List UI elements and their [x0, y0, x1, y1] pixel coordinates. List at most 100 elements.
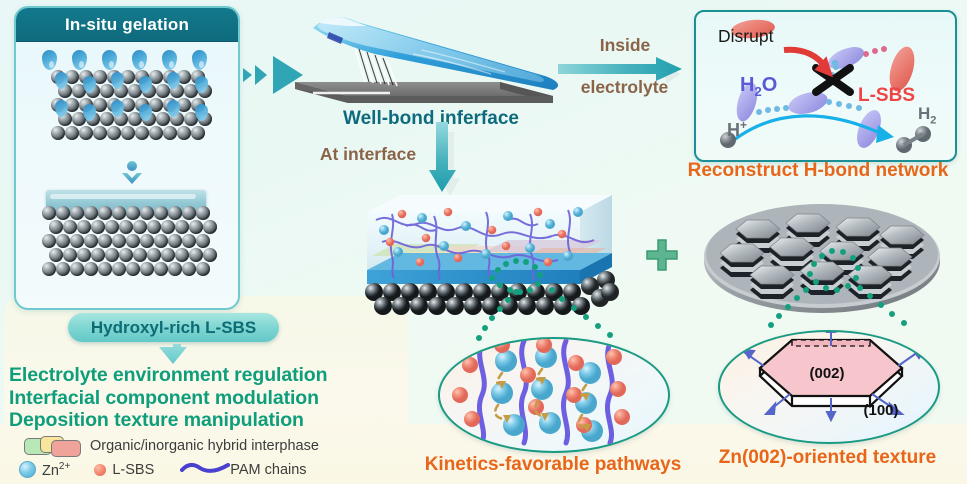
metal-sphere-lattice-top — [51, 70, 212, 150]
lattice-sphere — [42, 206, 56, 220]
legend-label-zn: Zn2+ — [42, 460, 71, 479]
texture-caption: Zn(002)-oriented texture — [718, 447, 937, 468]
lattice-sphere — [126, 234, 140, 248]
lattice-sphere — [93, 98, 107, 112]
lattice-sphere — [128, 84, 142, 98]
facet-100-label: (100) — [863, 402, 899, 419]
hybrid-interphase-icon — [24, 436, 82, 457]
lsbs-molecule-icon — [94, 463, 107, 476]
kinetics-caption: Kinetics-favorable pathways — [424, 454, 682, 475]
hex-platelet-stack — [749, 265, 795, 299]
lattice-sphere — [161, 220, 175, 234]
lattice-sphere — [135, 126, 149, 140]
lattice-sphere — [49, 220, 63, 234]
lattice-sphere — [112, 206, 126, 220]
lattice-sphere — [156, 84, 170, 98]
lattice-sphere — [84, 206, 98, 220]
h-plus-label: H+ — [727, 118, 748, 140]
legend-row-particles: Zn2+ L-SBS PAM chains — [14, 458, 404, 481]
lattice-sphere — [63, 248, 77, 262]
lattice-sphere — [126, 262, 140, 276]
lattice-sphere — [100, 112, 114, 126]
lattice-sphere — [140, 262, 154, 276]
lattice-sphere — [93, 126, 107, 140]
lattice-sphere — [175, 220, 189, 234]
lattice-sphere — [154, 206, 168, 220]
lattice-sphere — [189, 248, 203, 262]
zn-hexagonal-platelet-stack — [700, 195, 950, 320]
lattice-sphere — [189, 220, 203, 234]
lattice-sphere — [184, 112, 198, 126]
pill-label: Hydroxyl-rich L-SBS — [90, 317, 257, 337]
lattice-sphere — [128, 112, 142, 126]
lattice-sphere — [196, 206, 210, 220]
lattice-sphere — [133, 248, 147, 262]
lattice-sphere — [70, 262, 84, 276]
lattice-sphere — [177, 70, 191, 84]
lattice-sphere — [191, 126, 205, 140]
lattice-sphere — [119, 248, 133, 262]
lattice-sphere — [121, 70, 135, 84]
lattice-sphere — [91, 248, 105, 262]
lattice-sphere — [163, 126, 177, 140]
lattice-sphere — [100, 84, 114, 98]
lattice-sphere — [42, 234, 56, 248]
panel-header-title: In-situ gelation — [16, 8, 238, 42]
lattice-sphere — [133, 220, 147, 234]
plus-symbol-icon — [645, 238, 679, 272]
lattice-sphere — [177, 98, 191, 112]
pam-chain-icon — [180, 461, 231, 479]
lattice-sphere — [140, 234, 154, 248]
zn002-texture-ellipse — [718, 330, 940, 444]
lattice-sphere — [72, 84, 86, 98]
lattice-sphere — [56, 262, 70, 276]
legend-label-hybrid: Organic/inorganic hybrid interphase — [90, 438, 319, 454]
lattice-sphere — [168, 206, 182, 220]
lattice-sphere — [147, 248, 161, 262]
lattice-sphere — [98, 234, 112, 248]
at-interface-label: At interface — [319, 144, 417, 164]
lattice-sphere — [98, 206, 112, 220]
lattice-sphere — [84, 234, 98, 248]
chevron-down-icon — [157, 344, 189, 368]
lattice-sphere — [65, 98, 79, 112]
h-bond-network-panel — [694, 10, 957, 162]
legend-label-lsbs: L-SBS — [112, 461, 155, 478]
well-bonded-interface-device — [295, 10, 600, 110]
lattice-sphere — [156, 112, 170, 126]
benefits-list: Electrolyte environment regulation Inter… — [9, 364, 399, 432]
lattice-sphere — [184, 84, 198, 98]
lattice-sphere — [196, 262, 210, 276]
h2o-label: H2O — [740, 74, 778, 99]
legend: Organic/inorganic hybrid interphase Zn2+… — [14, 434, 404, 481]
lattice-sphere — [51, 126, 65, 140]
in-situ-gelation-panel: In-situ gelation — [14, 6, 240, 310]
lattice-sphere — [63, 220, 77, 234]
lattice-sphere — [121, 126, 135, 140]
electrolyte-label: electrolyte — [580, 77, 669, 97]
lattice-sphere — [112, 262, 126, 276]
lattice-sphere — [105, 248, 119, 262]
lattice-sphere — [140, 206, 154, 220]
lattice-sphere — [72, 112, 86, 126]
lattice-sphere — [56, 206, 70, 220]
device-caption: Well-bond inferface — [343, 108, 519, 129]
arrow-down-icon — [429, 122, 460, 198]
lattice-sphere — [203, 220, 217, 234]
lattice-sphere — [177, 126, 191, 140]
lattice-sphere — [161, 248, 175, 262]
legend-label-pam: PAM chains — [230, 461, 307, 478]
facet-002-label: (002) — [809, 365, 845, 382]
hydrogel-interphase-schematic — [362, 190, 642, 320]
inside-label: Inside — [599, 35, 651, 55]
benefit-line-1: Electrolyte environment regulation — [9, 364, 328, 386]
lattice-sphere — [203, 248, 217, 262]
lattice-sphere — [65, 70, 79, 84]
triple-chevron-right-icon — [243, 52, 313, 98]
disrupt-label: Disrupt — [718, 26, 774, 46]
hex-platelet-stack — [799, 261, 845, 295]
lattice-sphere — [182, 262, 196, 276]
hydroxyl-rich-lsbs-pill: Hydroxyl-rich L-SBS — [68, 313, 279, 342]
kinetics-pathway-ellipse — [438, 337, 670, 453]
